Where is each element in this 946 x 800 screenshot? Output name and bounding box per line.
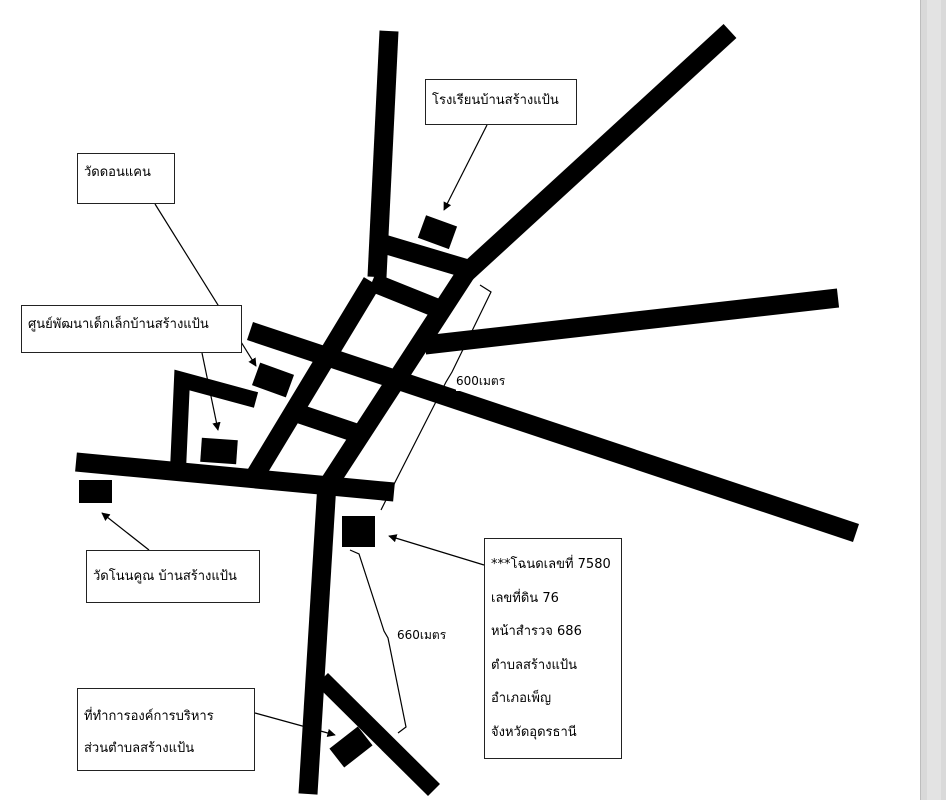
label-sao-office: ที่ทำการองค์การบริหาร ส่วนตำบลสร้างแป้น <box>77 688 255 771</box>
road-west-loop <box>170 369 259 471</box>
road-south <box>298 482 337 795</box>
deed-land-number: เลขที่ดิน 76 <box>491 590 559 606</box>
label-temple-non-khun: วัดโนนคูณ บ้านสร้างแป้น <box>86 550 260 603</box>
road-cross-mid <box>368 273 453 322</box>
road-south-branch <box>316 672 440 797</box>
deed-subdistrict: ตำบลสร้างแป้น <box>491 657 578 673</box>
road-east <box>423 288 840 355</box>
label-child-center: ศูนย์พัฒนาเด็กเล็กบ้านสร้างแป้น <box>21 305 242 353</box>
window-edge <box>920 0 946 800</box>
arrow-sao-office <box>254 712 336 738</box>
brace-600m <box>380 284 492 511</box>
road-west <box>75 452 395 502</box>
road-cross-top <box>374 232 474 280</box>
building-temple-don-khaen <box>251 362 295 398</box>
deed-number: ***โฉนดเลขที่ 7580 <box>491 557 611 572</box>
brace-660m <box>349 549 407 734</box>
label-school: โรงเรียนบ้านสร้างแป้น <box>425 79 577 125</box>
building-school <box>417 215 458 250</box>
deed-province: จังหวัดอุดรธานี <box>491 724 577 740</box>
building-child-center <box>200 437 238 465</box>
deed-survey-page: หน้าสำรวจ 686 <box>491 624 582 639</box>
label-sao-office-line2: ส่วนตำบลสร้างแป้น <box>84 741 195 756</box>
arrow-land-plot <box>388 534 485 566</box>
buildings <box>79 215 458 768</box>
map-canvas <box>75 23 860 797</box>
arrow-child-center <box>201 352 221 431</box>
building-temple-non-khun <box>79 480 112 503</box>
distance-label-660m: 660เมตร <box>397 626 447 645</box>
label-deed-info: ***โฉนดเลขที่ 7580 เลขที่ดิน 76 หน้าสำรว… <box>484 538 622 759</box>
label-temple-don-khaen: วัดดอนแคน <box>77 153 175 204</box>
deed-district: อำเภอเพ็ญ <box>491 691 552 706</box>
roads <box>75 23 860 797</box>
road-inner-left <box>247 277 381 479</box>
road-cross-lower <box>284 400 366 445</box>
building-land-plot <box>342 516 375 547</box>
road-west-east-long <box>246 321 860 543</box>
arrow-temple-non-khun <box>101 512 150 551</box>
window-edge-strip <box>927 0 941 800</box>
building-sao-office <box>329 726 373 768</box>
road-northeast <box>459 23 737 281</box>
distance-braces <box>349 284 492 734</box>
arrow-school <box>443 124 488 211</box>
label-sao-office-line1: ที่ทำการองค์การบริหาร <box>84 709 214 724</box>
distance-label-600m: 600เมตร <box>456 372 506 391</box>
